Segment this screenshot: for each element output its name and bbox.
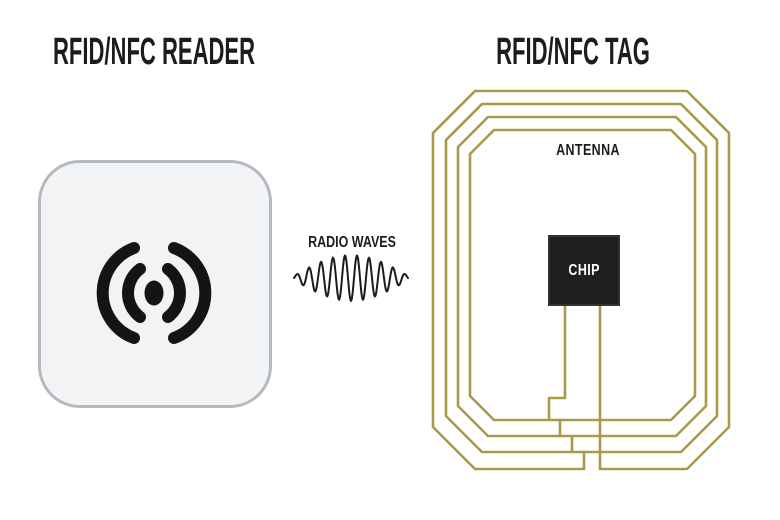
signal-arc-outer-right [168,242,212,344]
antenna-label: ANTENNA [556,142,620,159]
signal-arc-inner-left [122,263,146,323]
chip: CHIP [548,235,620,306]
reader-title: RFID/NFC READER [52,31,256,73]
coil-spiral-path [431,89,731,471]
signal-arc-inner-right [162,263,186,323]
signal-dot [144,280,164,306]
signal-arc-outer-left [96,242,140,344]
tag-title: RFID/NFC TAG [496,31,650,73]
chip-label: CHIP [568,261,600,279]
reader-device [38,160,272,408]
radio-waves-label: RADIO WAVES [308,234,396,251]
nfc-signal-icon [96,242,212,344]
radio-wave-path [293,254,409,303]
radio-waves-icon [293,254,409,303]
